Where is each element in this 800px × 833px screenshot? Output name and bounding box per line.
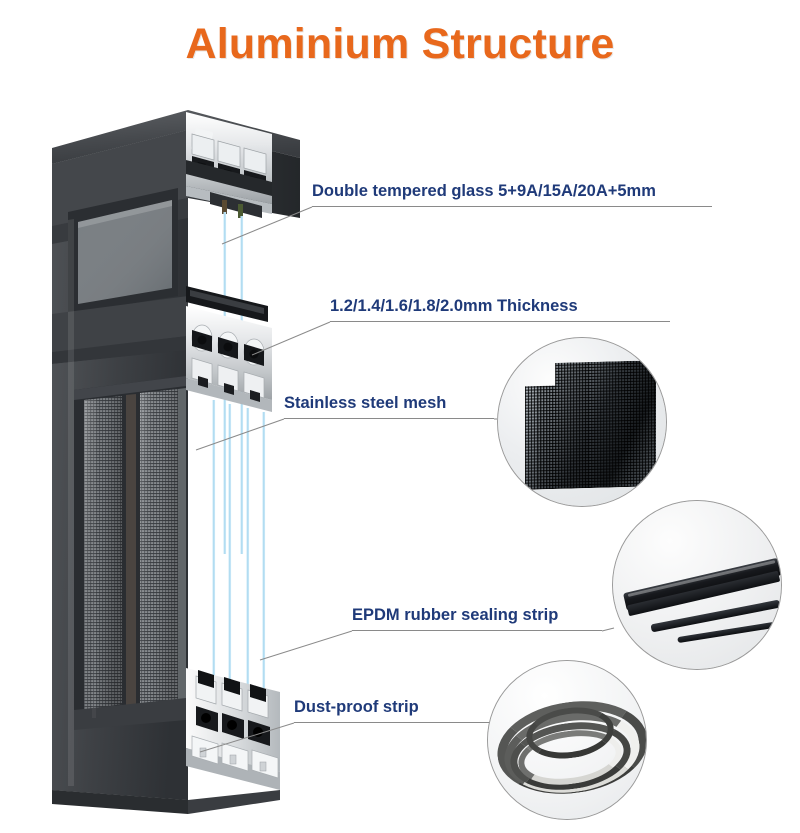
detail-photo-dust-proof-strip (487, 660, 647, 820)
callout-dust-proof-strip: Dust-proof strip (294, 698, 509, 723)
callout-label: Dust-proof strip (294, 698, 419, 716)
callout-underline (352, 629, 602, 631)
mesh-photo-inner (498, 338, 666, 506)
callout-label: EPDM rubber sealing strip (352, 606, 559, 624)
epdm-photo-inner (613, 501, 781, 669)
dust-photo-inner (488, 661, 646, 819)
top-profile-section (186, 112, 272, 218)
callout-underline (294, 721, 509, 723)
callout-epdm-rubber-sealing-strip: EPDM rubber sealing strip (352, 606, 602, 631)
callout-label: Double tempered glass 5+9A/15A/20A+5mm (312, 182, 656, 200)
callout-stainless-steel-mesh: Stainless steel mesh (284, 394, 494, 419)
callout-thickness: 1.2/1.4/1.6/1.8/2.0mm Thickness (330, 297, 670, 322)
aluminium-window-cutaway-illustration (52, 110, 300, 814)
middle-profile-section (186, 286, 272, 412)
callout-double-tempered-glass: Double tempered glass 5+9A/15A/20A+5mm (312, 182, 712, 207)
page-title: Aluminium Structure (185, 20, 615, 68)
callout-underline (284, 417, 494, 419)
callout-underline (312, 205, 712, 207)
callout-label: 1.2/1.4/1.6/1.8/2.0mm Thickness (330, 297, 578, 315)
callout-label: Stainless steel mesh (284, 394, 447, 412)
connector-epdm-circle (601, 627, 615, 632)
mesh-swatch (525, 360, 656, 489)
callout-underline (330, 320, 670, 322)
detail-photo-stainless-steel-mesh (497, 337, 667, 507)
glass-edge-lines-lower (212, 400, 266, 696)
detail-photo-epdm-rubber (612, 500, 782, 670)
